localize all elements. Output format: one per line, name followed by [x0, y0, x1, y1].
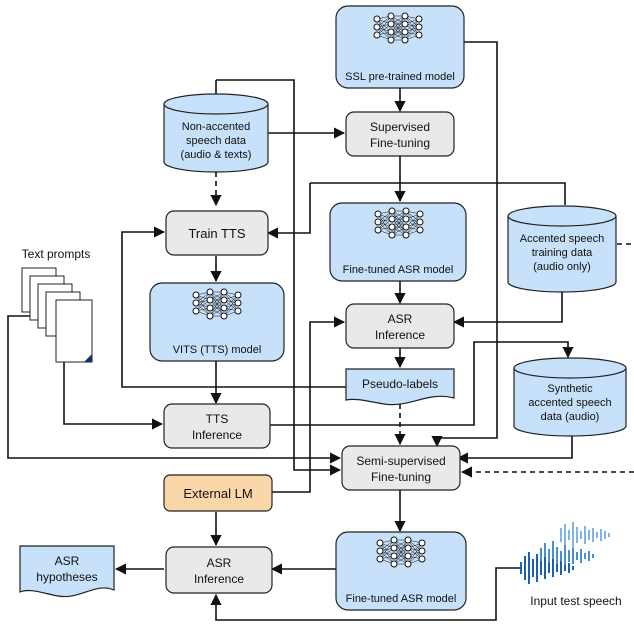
ssl-label: SSL pre-trained model — [345, 71, 455, 83]
connectors — [7, 41, 634, 621]
accented-line-2: training data — [532, 247, 593, 259]
non-accented-line-3: (audio & texts) — [181, 149, 252, 161]
asrinf-bot-line-1: ASR — [207, 556, 232, 570]
node-ssl-model: SSL pre-trained model — [335, 5, 465, 89]
edge-prompts-ttsinf — [63, 360, 164, 430]
semi-line-1: Semi-supervised — [356, 454, 445, 468]
asrinf-mid-line-2: Inference — [375, 328, 425, 342]
synthetic-line-3: data (audio) — [541, 411, 600, 423]
node-supervised-finetuning: Supervised Fine-tuning — [345, 111, 455, 157]
edge-synthetic-semi — [456, 430, 573, 464]
node-asr-inference-bottom: ASR Inference — [165, 546, 273, 594]
non-accented-line-2: speech data — [186, 135, 247, 147]
synthetic-line-1: Synthetic — [547, 383, 593, 395]
semi-line-2: Fine-tuning — [371, 470, 431, 484]
edge-accented-asrinf — [452, 292, 563, 328]
node-train-tts: Train TTS — [165, 210, 269, 256]
ttsinf-line-2: Inference — [192, 428, 242, 442]
vits-label: VITS (TTS) model — [173, 344, 262, 356]
edge-prompts-semi — [7, 315, 342, 464]
asrinf-bot-line-2: Inference — [194, 572, 244, 586]
node-finetuned-asr-bottom: Fine-tuned ASR model — [335, 531, 467, 611]
edge-speech-asrinf — [210, 567, 520, 621]
supervised-line-1: Supervised — [370, 120, 430, 134]
node-text-prompts: Text prompts — [21, 247, 93, 363]
node-finetuned-asr-top: Fine-tuned ASR model — [329, 202, 467, 282]
edge-pseudo-traintts — [121, 226, 346, 388]
node-pseudo-labels: Pseudo-labels — [345, 368, 455, 406]
edge-loop-train-tts — [266, 183, 311, 239]
pseudo-label: Pseudo-labels — [362, 377, 438, 391]
node-non-accented-data: Non-accented speech data (audio & texts) — [163, 93, 269, 173]
edge-loop-semi — [216, 79, 342, 476]
non-accented-line-1: Non-accented — [182, 121, 251, 133]
node-vits-model: VITS (TTS) model — [149, 282, 285, 362]
ttsinf-line-1: TTS — [206, 412, 229, 426]
node-accented-training-data: Accented speech training data (audio onl… — [507, 205, 617, 293]
synthetic-line-2: accented speech — [528, 397, 611, 409]
hyp-line-1: ASR — [55, 554, 80, 568]
input-speech-label: Input test speech — [530, 594, 621, 608]
accented-line-3: (audio only) — [533, 261, 590, 273]
finetuned-bot-label: Fine-tuned ASR model — [346, 593, 457, 605]
node-asr-inference-mid: ASR Inference — [345, 303, 455, 349]
external-lm-label: External LM — [183, 486, 252, 501]
document-stack-icon — [21, 267, 93, 363]
supervised-line-2: Fine-tuning — [370, 136, 430, 150]
accented-line-1: Accented speech — [520, 233, 604, 245]
node-asr-hypotheses: ASR hypotheses — [19, 545, 115, 598]
edge-ssl-semi — [431, 41, 498, 448]
train-tts-label: Train TTS — [188, 226, 245, 241]
hyp-line-2: hypotheses — [36, 570, 97, 584]
asrinf-mid-line-1: ASR — [388, 312, 413, 326]
text-prompts-label: Text prompts — [22, 247, 91, 261]
edge-ttsinf-synthetic — [270, 341, 574, 426]
node-semi-supervised: Semi-supervised Fine-tuning — [341, 445, 461, 491]
node-synthetic-data: Synthetic accented speech data (audio) — [513, 357, 627, 437]
node-external-lm: External LM — [163, 474, 273, 512]
edge-extlm-asrinf — [272, 316, 346, 493]
node-tts-inference: TTS Inference — [163, 403, 271, 449]
edge-top-horizontal — [310, 182, 566, 205]
finetuned-top-label: Fine-tuned ASR model — [343, 264, 454, 276]
input-speech-waveform-icon — [520, 522, 610, 584]
